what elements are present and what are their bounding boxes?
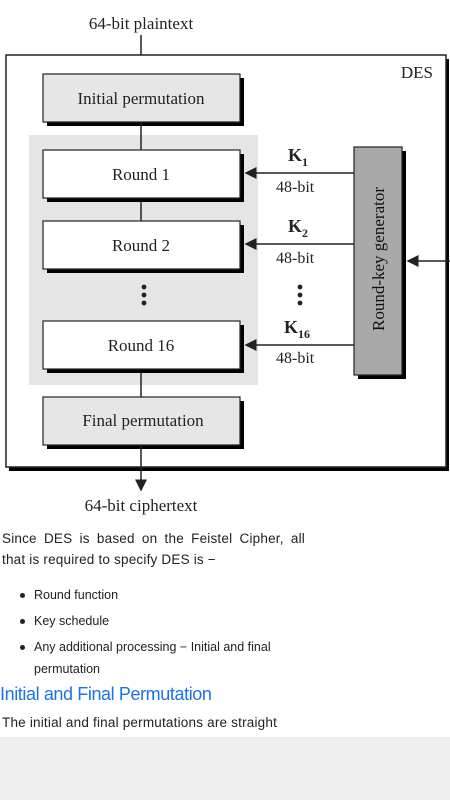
rounds-ellipsis	[141, 284, 147, 306]
list-item: Round function	[20, 584, 450, 606]
ad-placeholder	[0, 737, 450, 800]
round-1-label: Round 1	[112, 165, 170, 184]
ciphertext-label: 64-bit ciphertext	[85, 496, 198, 515]
round-16-label: Round 16	[108, 336, 175, 355]
plaintext-label: 64-bit plaintext	[89, 14, 194, 33]
keys-ellipsis	[297, 284, 303, 306]
key-2-label: K2	[288, 216, 308, 240]
round-key-generator-box	[353, 146, 403, 376]
key-1-bits: 48-bit	[276, 179, 315, 196]
final-permutation-box	[42, 396, 241, 446]
list-item: Any additional processing − Initial and …	[20, 636, 450, 680]
round-2-label: Round 2	[112, 236, 170, 255]
round-key-generator-label: Round-key generator	[369, 187, 388, 331]
initial-permutation-box	[42, 73, 241, 123]
initial-permutation-label: Initial permutation	[78, 89, 205, 108]
key-16-bits: 48-bit	[276, 350, 315, 367]
body-paragraph: The initial and final permutations are s…	[2, 715, 278, 730]
round-16-box	[42, 320, 241, 370]
key-1-label: K1	[288, 145, 308, 169]
list-item: Key schedule	[20, 610, 450, 632]
final-permutation-label: Final permutation	[82, 411, 204, 430]
section-heading: Initial and Final Permutation	[0, 684, 212, 704]
requirements-list: Round function Key schedule Any addition…	[0, 584, 450, 680]
article-body: Since DES is based on the Feistel Cipher…	[0, 528, 450, 733]
intro-paragraph: Since DES is based on the Feistel Cipher…	[2, 531, 305, 567]
des-structure-diagram: 64-bit plaintext DES Initial permutation…	[5, 14, 450, 515]
round-1-box	[42, 149, 241, 199]
key-2-bits: 48-bit	[276, 250, 315, 267]
key-16-label: K16	[284, 317, 310, 341]
round-2-box	[42, 220, 241, 270]
des-label: DES	[401, 63, 433, 82]
